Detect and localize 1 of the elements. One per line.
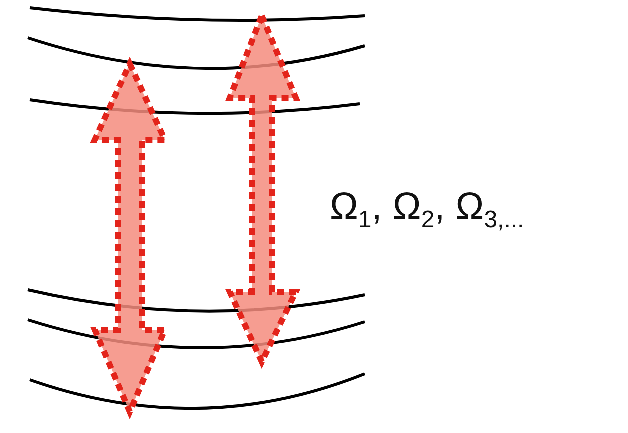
frequency-label: Ω$_{1}$, Ω$_{2}$, Ω$_{3,...}$: [330, 188, 524, 233]
